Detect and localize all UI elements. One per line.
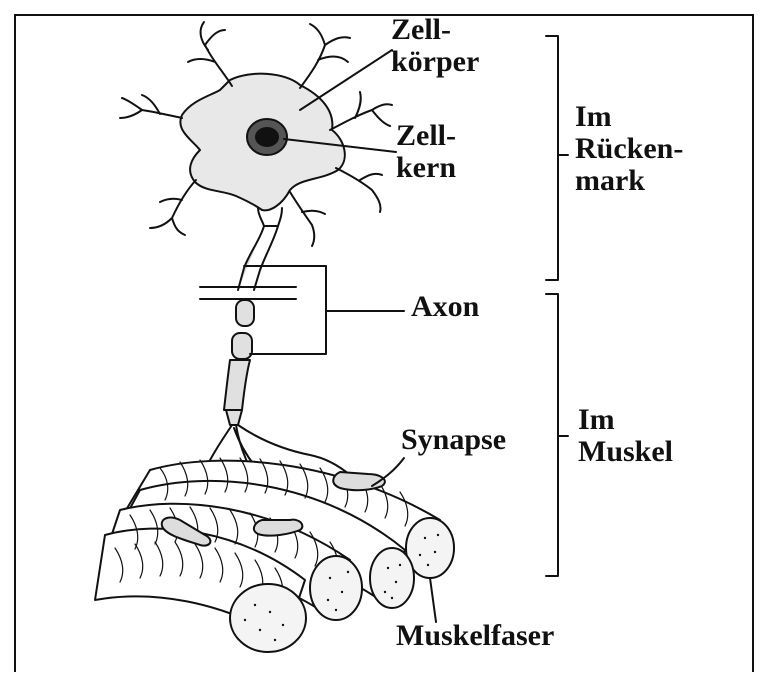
- dendrite: [290, 192, 325, 246]
- fiber-end: [230, 584, 306, 652]
- bracket-muskel: [546, 294, 558, 576]
- leader-zellkoerper: [300, 50, 392, 110]
- label-line: kern: [396, 152, 456, 184]
- label-line: Rücken-: [575, 133, 683, 165]
- dendrite: [336, 168, 382, 212]
- label-line: Zell-: [396, 120, 456, 152]
- leader-muskelfaser: [430, 578, 436, 622]
- dendrite: [150, 180, 196, 235]
- label-zellkoerper: Zell- körper: [391, 14, 479, 78]
- axon-upper: [238, 226, 278, 290]
- label-line: körper: [391, 46, 479, 78]
- label-zellkern: Zell- kern: [396, 120, 456, 184]
- label-line: mark: [575, 165, 683, 197]
- label-line: Im: [578, 404, 673, 436]
- synapse-plate: [333, 472, 385, 490]
- label-line: Im: [575, 101, 683, 133]
- dendrite: [120, 95, 182, 118]
- label-muskelfaser: Muskelfaser: [396, 620, 554, 652]
- axon-lower: [224, 360, 250, 410]
- dendrite: [188, 22, 232, 86]
- bracket-rueckenmark: [546, 36, 558, 280]
- label-synapse: Synapse: [401, 424, 506, 456]
- axon-segment: [232, 333, 252, 359]
- label-rueckenmark: Im Rücken- mark: [575, 101, 683, 197]
- label-line: Muskel: [578, 436, 673, 468]
- label-line: Zell-: [391, 14, 479, 46]
- dendrite: [300, 24, 350, 88]
- label-axon: Axon: [411, 291, 479, 323]
- leader-synapse: [372, 458, 404, 486]
- axon-segment: [236, 300, 254, 326]
- label-muskel: Im Muskel: [578, 404, 673, 468]
- dendrite: [330, 92, 392, 130]
